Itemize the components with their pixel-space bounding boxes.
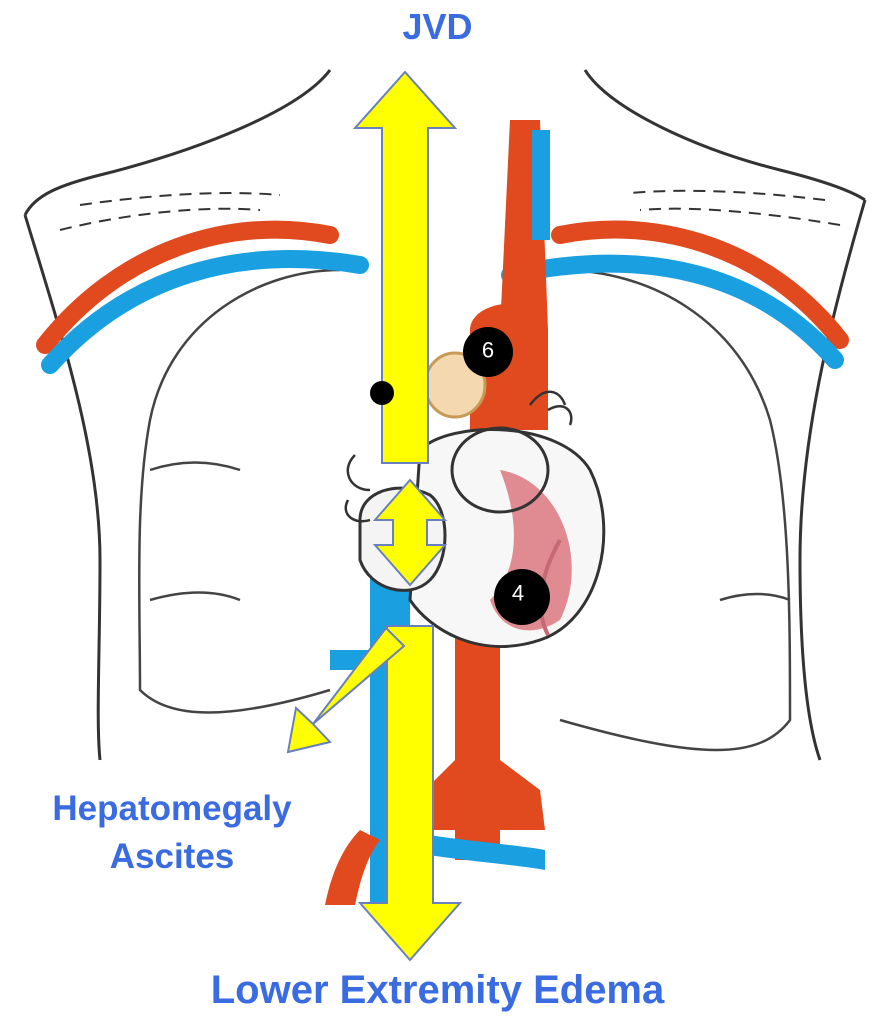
badge-partial <box>370 381 394 405</box>
badge-aorta-text: 6 <box>482 338 494 363</box>
label-jvd: JVD <box>0 6 875 48</box>
badge-ventricle-text: 4 <box>512 581 524 606</box>
label-lower-extremity-edema: Lower Extremity Edema <box>0 968 875 1013</box>
label-ascites: Ascites <box>4 833 340 881</box>
label-hepatomegaly: Hepatomegaly <box>4 785 340 833</box>
label-hepatomegaly-ascites: Hepatomegaly Ascites <box>4 785 340 881</box>
subclavian-vessels <box>45 230 840 365</box>
